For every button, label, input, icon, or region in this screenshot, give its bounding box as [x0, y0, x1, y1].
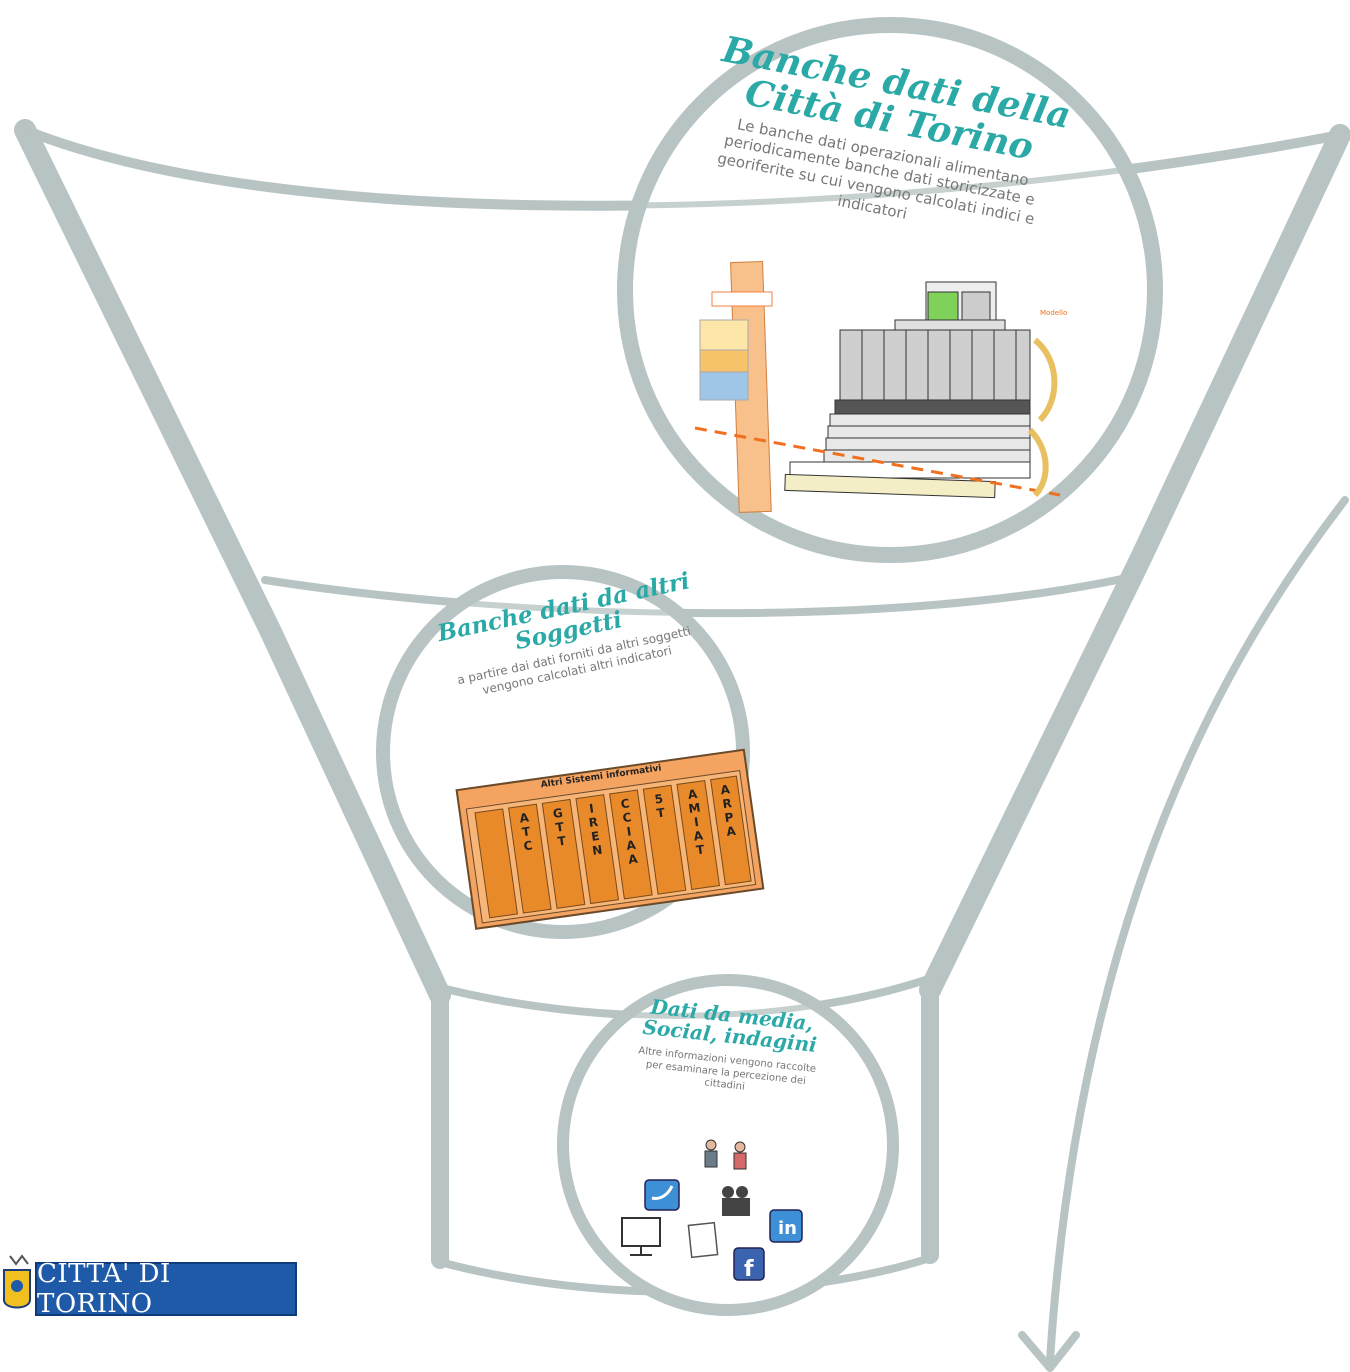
column-amiat: AMIAT	[684, 786, 709, 858]
city-logo-text: CITTA' DI TORINO	[37, 1259, 171, 1319]
monitor-icon	[621, 1217, 661, 1247]
camera-icon	[722, 1198, 750, 1216]
svg-text:Modello: Modello	[1040, 309, 1067, 317]
output-arrow-head	[1018, 1331, 1080, 1372]
media-icons: in f	[621, 1139, 803, 1282]
funnel-right-side	[919, 124, 1350, 1001]
column-arpa: ARPA	[717, 781, 739, 840]
twitter-icon	[644, 1179, 680, 1211]
column-iren: IREN	[583, 800, 606, 859]
architecture-diagram: Modello	[694, 260, 1067, 513]
funnel-left-side	[14, 119, 451, 1006]
column-atc: ATC	[516, 810, 536, 854]
column-cciaa: CCIAA	[617, 795, 641, 868]
linkedin-icon	[769, 1209, 803, 1243]
svg-text:f: f	[744, 1257, 754, 1282]
people-icon	[704, 1139, 747, 1170]
svg-text:in: in	[778, 1218, 797, 1239]
city-logo: CITTA' DI TORINO	[35, 1259, 297, 1319]
altri-columns: ATC GTT IREN CCIAA 5T AMIAT ARPA	[509, 781, 747, 882]
output-arrow-line	[1046, 496, 1349, 1364]
column-5t: 5T	[650, 791, 669, 821]
column-gtt: GTT	[549, 805, 570, 849]
city-crest-icon	[3, 1254, 31, 1309]
facebook-icon	[733, 1247, 765, 1281]
document-icon	[687, 1221, 719, 1259]
altri-sistemi-box	[455, 748, 765, 930]
